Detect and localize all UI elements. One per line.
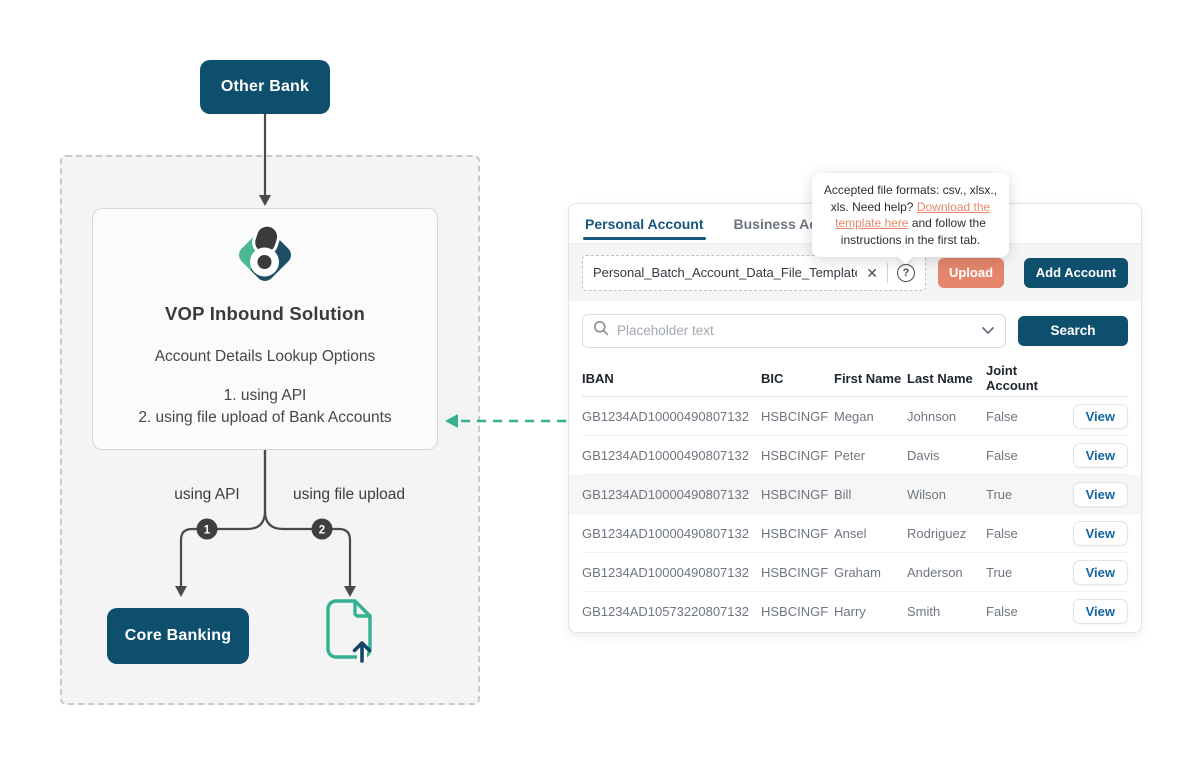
core-banking-node: Core Banking [107,608,249,664]
chip-divider [887,263,888,283]
col-header-iban: IBAN [582,371,761,386]
accounts-panel: Personal Account Business Account Person… [568,203,1142,633]
search-bar-row: Search [569,301,1141,360]
branch2-label: using file upload [293,486,405,504]
cell-iban: GB1234AD10000490807132 [582,409,761,424]
cell-joint-account: False [986,604,1068,619]
cell-last-name: Wilson [907,487,986,502]
core-banking-label: Core Banking [125,627,231,645]
vop-logo-icon [93,224,437,286]
cell-bic: HSBCINGF [761,604,834,619]
cell-iban: GB1234AD10000490807132 [582,565,761,580]
col-header-bic: BIC [761,371,834,386]
search-input[interactable] [617,323,973,338]
cell-bic: HSBCINGF [761,409,834,424]
col-header-joint-account: Joint Account [986,363,1068,393]
cell-iban: GB1234AD10573220807132 [582,604,761,619]
search-box[interactable] [582,314,1006,348]
cell-joint-account: False [986,526,1068,541]
cell-bic: HSBCINGF [761,526,834,541]
cell-first-name: Megan [834,409,907,424]
cell-joint-account: True [986,487,1068,502]
cell-first-name: Harry [834,604,907,619]
table-row: GB1234AD10000490807132 HSBCINGF Peter Da… [582,436,1128,475]
cell-last-name: Anderson [907,565,986,580]
search-icon [593,320,609,341]
col-header-last-name: Last Name [907,371,986,386]
cell-joint-account: False [986,409,1068,424]
table-row: GB1234AD10000490807132 HSBCINGF Ansel Ro… [582,514,1128,553]
solution-subtitle: Account Details Lookup Options [93,348,437,366]
cell-bic: HSBCINGF [761,448,834,463]
chevron-down-icon[interactable] [981,322,995,340]
cell-joint-account: False [986,448,1068,463]
add-account-button[interactable]: Add Account [1024,258,1128,288]
view-button[interactable]: View [1073,599,1128,624]
tab-personal-account[interactable]: Personal Account [583,204,706,243]
col-header-first-name: First Name [834,371,907,386]
cell-bic: HSBCINGF [761,487,834,502]
search-button[interactable]: Search [1018,316,1128,346]
table-header-row: IBAN BIC First Name Last Name Joint Acco… [582,360,1128,397]
accounts-table: IBAN BIC First Name Last Name Joint Acco… [569,360,1141,631]
file-upload-icon [322,597,380,670]
solution-option-1: 1. using API [93,387,437,405]
solution-option-2: 2. using file upload of Bank Accounts [93,409,437,427]
cell-first-name: Ansel [834,526,907,541]
cell-joint-account: True [986,565,1068,580]
help-icon[interactable]: ? [897,264,915,282]
view-button[interactable]: View [1073,482,1128,507]
cell-first-name: Bill [834,487,907,502]
cell-bic: HSBCINGF [761,565,834,580]
cell-last-name: Rodriguez [907,526,986,541]
solution-title: VOP Inbound Solution [93,303,437,325]
cell-first-name: Graham [834,565,907,580]
view-button[interactable]: View [1073,443,1128,468]
help-tooltip: Accepted file formats: csv., xlsx., xls.… [812,173,1009,257]
cell-last-name: Johnson [907,409,986,424]
branch1-label: using API [174,486,240,504]
clear-file-icon[interactable]: ✕ [866,266,878,280]
view-button[interactable]: View [1073,521,1128,546]
upload-button[interactable]: Upload [938,258,1004,288]
table-row: GB1234AD10573220807132 HSBCINGF Harry Sm… [582,592,1128,631]
cell-iban: GB1234AD10000490807132 [582,448,761,463]
cell-iban: GB1234AD10000490807132 [582,487,761,502]
cell-last-name: Smith [907,604,986,619]
other-bank-node: Other Bank [200,60,330,114]
vop-solution-node: VOP Inbound Solution Account Details Loo… [92,208,438,450]
table-body: GB1234AD10000490807132 HSBCINGF Megan Jo… [582,397,1128,631]
view-button[interactable]: View [1073,560,1128,585]
cell-iban: GB1234AD10000490807132 [582,526,761,541]
other-bank-label: Other Bank [221,78,309,96]
table-row: GB1234AD10000490807132 HSBCINGF Bill Wil… [569,475,1141,514]
cell-last-name: Davis [907,448,986,463]
selected-file-name: Personal_Batch_Account_Data_File_Templat… [593,265,857,280]
table-row: GB1234AD10000490807132 HSBCINGF Graham A… [582,553,1128,592]
cell-first-name: Peter [834,448,907,463]
tab-personal-account-label: Personal Account [585,216,704,232]
view-button[interactable]: View [1073,404,1128,429]
table-row: GB1234AD10000490807132 HSBCINGF Megan Jo… [582,397,1128,436]
selected-file-chip: Personal_Batch_Account_Data_File_Templat… [582,255,926,291]
